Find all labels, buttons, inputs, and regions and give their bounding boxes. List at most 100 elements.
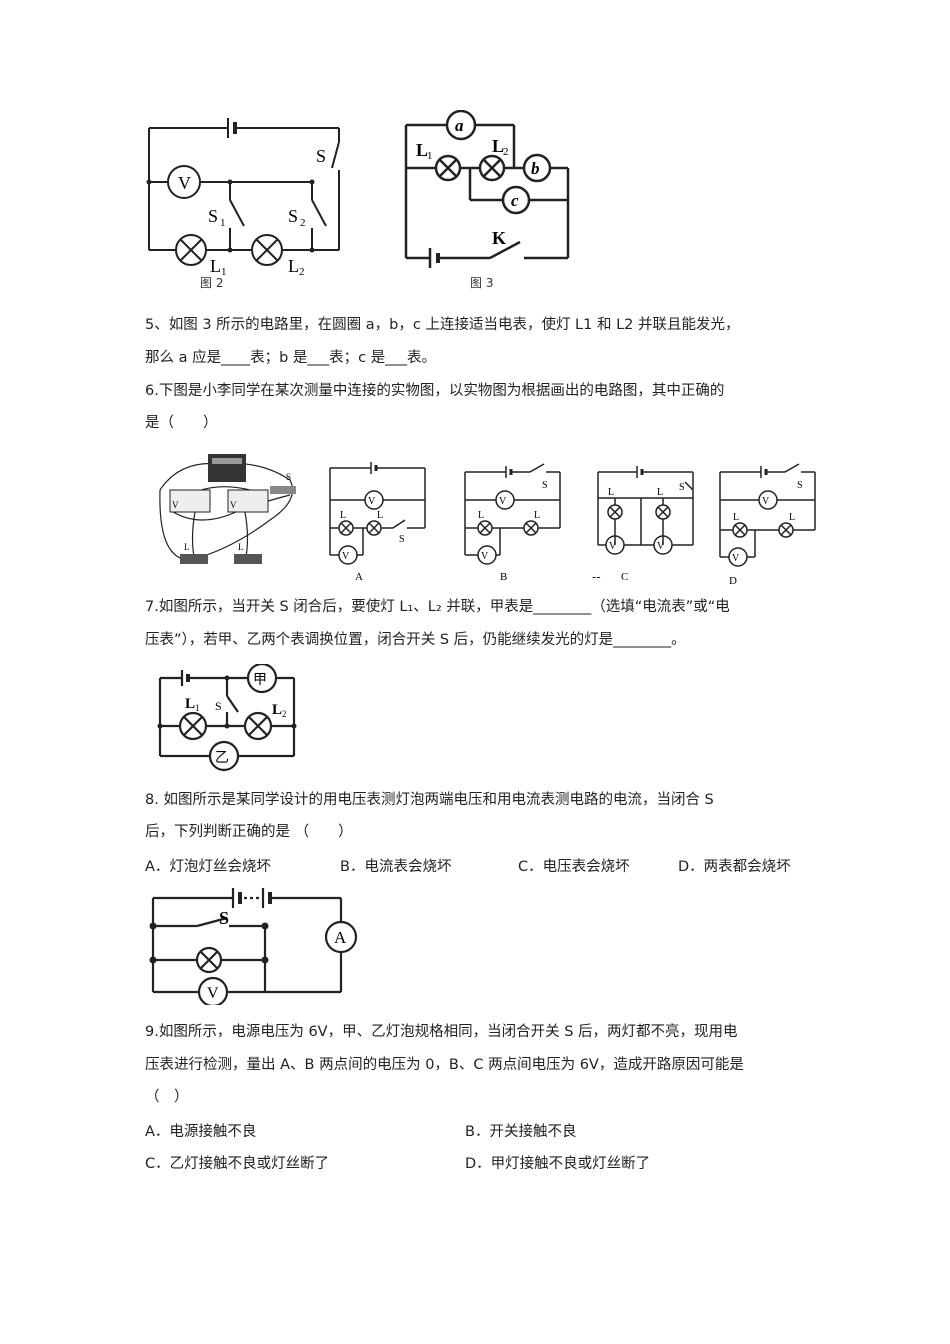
v1-label: V	[609, 541, 617, 552]
v2-label: V	[368, 496, 376, 507]
lamp-l1-symbol	[175, 234, 207, 266]
l1-label: L	[184, 542, 190, 552]
question-9-line-1: 9.如图所示，电源电压为 6V，甲、乙灯泡规格相同，当闭合开关 S 后，两灯都不…	[145, 1024, 738, 1040]
l2-label: L	[534, 510, 540, 521]
v2-label: V	[657, 541, 665, 552]
question-6-line-2: 是（ ）	[145, 415, 218, 431]
option-a-label: A	[355, 571, 363, 583]
voltmeter-v1-device	[169, 489, 211, 513]
question-5-line-2: 那么 a 应是____表；b 是___表；c 是___表。	[145, 350, 436, 366]
l1-label: L	[478, 510, 484, 521]
question-7-circuit: 甲 乙 L 1 L 2 S	[157, 664, 297, 772]
meter-c-label: c	[511, 191, 519, 210]
meter-b-symbol	[522, 153, 552, 183]
switch-k-label: K	[492, 228, 506, 248]
q8-option-c: C．电压表会烧坏	[518, 859, 630, 875]
meter-c-symbol	[501, 185, 531, 215]
lamp-l2-symbol	[243, 711, 273, 741]
switch-label: S	[542, 480, 548, 491]
switch-label: S	[797, 480, 803, 491]
option-d-label: D	[729, 575, 737, 585]
lamp-l2-symbol	[478, 154, 506, 182]
question-8-line-2: 后，下列判断正确的是 （ ）	[145, 824, 353, 840]
figure-2-circuit: V S S 1 S 2 L 1 L 2	[146, 118, 340, 277]
question-6-line-1: 6.下图是小李同学在某次测量中连接的实物图，以实物图为根据画出的电路图，其中正确…	[145, 383, 725, 399]
l2-label: L	[377, 510, 383, 521]
question-6-physical-diagram: V V S L L	[159, 454, 296, 564]
lamp-symbol	[195, 946, 223, 974]
dash-mark: --	[592, 570, 601, 584]
voltmeter-label: V	[207, 985, 219, 1002]
q9-option-d: D．甲灯接触不良或灯丝断了	[465, 1156, 651, 1172]
subscript: 1	[220, 217, 226, 229]
subscript: 2	[299, 266, 305, 277]
lamp-l1-symbol	[434, 154, 462, 182]
v1-label: V	[481, 551, 489, 562]
switch-label: S	[679, 482, 685, 493]
switch-device	[270, 486, 296, 494]
switch-label: S	[399, 534, 405, 545]
subscript: 1	[195, 703, 200, 713]
switch-label: S	[286, 472, 291, 482]
subscript: 1	[221, 266, 227, 277]
lamp-l1-symbol	[178, 711, 208, 741]
question-7-line-2: 压表”），若甲、乙两个表调换位置，闭合开关 S 后，仍能继续发光的灯是_____…	[145, 632, 686, 648]
meter-a-label: a	[455, 116, 464, 135]
meter-jia-label: 甲	[253, 673, 267, 688]
q8-option-a: A．灯泡灯丝会烧坏	[145, 859, 271, 875]
v1-label: V	[172, 500, 179, 510]
meter-b-label: b	[531, 159, 540, 178]
question-5-line-1: 5、如图 3 所示的电路里，在圆圈 a，b，c 上连接适当电表，使灯 L1 和 …	[145, 317, 740, 333]
v2-label: V	[230, 500, 237, 510]
question-9-line-2: 压表进行检测，量出 A、B 两点间的电压为 0，B、C 两点间电压为 6V，造成…	[145, 1057, 744, 1073]
meter-a-symbol	[445, 110, 477, 141]
q9-option-c: C．乙灯接触不良或灯丝断了	[145, 1156, 330, 1172]
q9-option-b: B．开关接触不良	[465, 1124, 577, 1140]
q9-option-a: A．电源接触不良	[145, 1124, 257, 1140]
l1-label: L	[733, 512, 739, 523]
switch-s-label: S	[316, 146, 326, 166]
v1-label: V	[342, 551, 350, 562]
ammeter-label: A	[334, 928, 347, 947]
meter-yi-symbol	[208, 740, 240, 772]
question-6-option-b-circuit: V V L L S B	[464, 463, 561, 583]
l1-label: L	[340, 510, 346, 521]
figure-2-caption: 图 2	[200, 276, 224, 290]
subscript: 2	[300, 217, 306, 229]
lamp-l2-label: L	[492, 136, 504, 156]
question-6-option-a-circuit: V V L L S A	[329, 462, 426, 583]
lamp-l2-label: L	[288, 256, 299, 276]
v2-label: V	[732, 553, 740, 564]
lamp-l1-label: L	[416, 140, 428, 160]
question-6-option-c-circuit: V V L L S C	[597, 466, 694, 583]
meter-yi-label: 乙	[215, 750, 229, 766]
l1-label: L	[608, 487, 614, 498]
subscript: 2	[282, 709, 287, 719]
voltmeter-v2-device	[227, 489, 269, 513]
l2-label: L	[789, 512, 795, 523]
q8-option-d: D．两表都会烧坏	[678, 859, 791, 875]
l2-label: L	[238, 542, 244, 552]
voltmeter-symbol	[167, 165, 201, 199]
switch-label: S	[219, 908, 229, 928]
voltmeter-symbol	[197, 976, 229, 1005]
voltmeter-label: V	[178, 173, 191, 193]
question-9-line-3: （ ）	[145, 1089, 189, 1105]
option-c-label: C	[621, 571, 628, 583]
option-b-label: B	[500, 571, 507, 583]
question-8-circuit: S A V	[149, 888, 358, 1005]
l2-label: L	[657, 487, 663, 498]
subscript: 2	[503, 146, 509, 158]
question-8-line-1: 8. 如图所示是某同学设计的用电压表测灯泡两端电压和用电流表测电路的电流，当闭合…	[145, 792, 714, 808]
lamp-l2-device	[234, 554, 262, 564]
v1-label: V	[762, 496, 770, 507]
v2-label: V	[499, 496, 507, 507]
lamp-l1-device	[180, 554, 208, 564]
lamp-l1-label: L	[185, 696, 195, 712]
switch-label: S	[215, 699, 222, 713]
lamp-l2-label: L	[272, 702, 282, 718]
meter-jia-symbol	[246, 664, 278, 694]
q8-option-b: B．电流表会烧坏	[340, 859, 452, 875]
switch-s2-label: S	[288, 206, 298, 226]
lamp-l1-label: L	[210, 256, 221, 276]
